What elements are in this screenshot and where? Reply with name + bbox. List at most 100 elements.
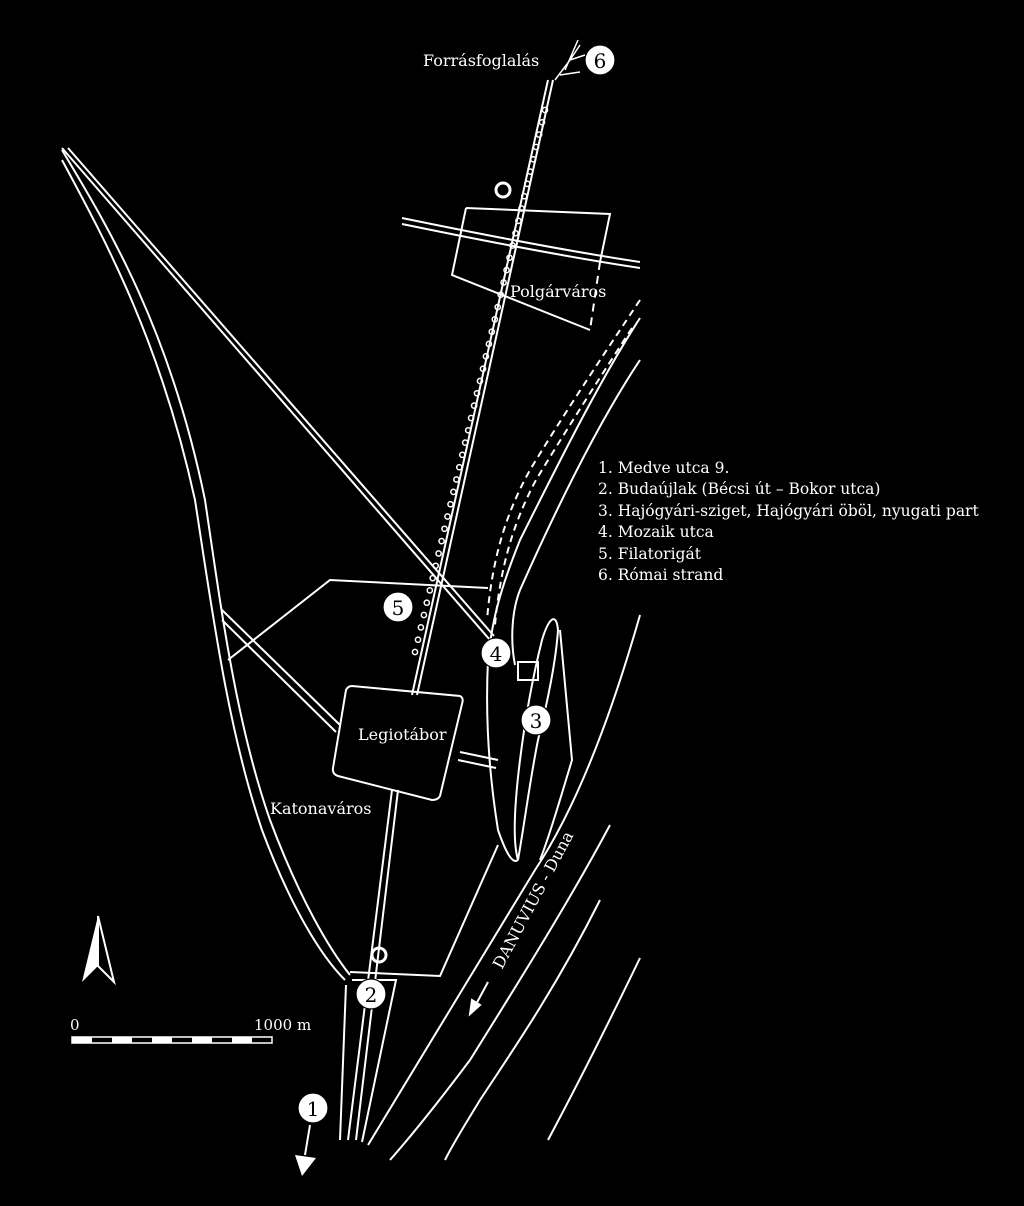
river-bank-east [511,359,641,666]
filatorigat-link [221,609,341,726]
scale-segment [72,1037,92,1043]
north-arrow-icon [82,915,116,986]
scale-end-label: 1000 m [254,1016,311,1034]
dashed-road [486,299,641,621]
western-road-outer [61,149,351,976]
aqueduct-pillar [476,377,484,385]
svg-text:1: 1 [307,1097,320,1121]
aqueduct-pillar [458,451,466,459]
island-building [517,661,539,681]
legiotabor-camp [331,684,464,802]
legend-item: 2. Budaújlak (Bécsi út – Bokor utca) [598,480,881,499]
camp-road-east-2 [457,759,497,769]
aqueduct-pillar [453,476,460,483]
aqueduct-pillar [529,155,537,163]
marker-2: 2 [355,978,387,1010]
aqueduct-pillar [503,266,510,274]
polgarvaros-road [401,217,641,263]
western-road-inner [61,159,346,981]
aqueduct-pillar [435,550,442,557]
label-polgarvaros: Polgárváros [510,282,606,301]
scale-start-label: 0 [70,1016,80,1034]
river-line-2 [389,824,611,1161]
legend: 1. Medve utca 9. 2. Budaújlak (Bécsi út … [598,458,979,586]
aqueduct-pillar [444,513,451,520]
legend-item: 6. Római strand [598,566,724,585]
aqueduct-pillar [470,402,478,409]
river-line-3 [444,899,601,1161]
aqueduct-pillar [506,254,513,262]
label-legiotabor: Legiotábor [358,725,447,744]
svg-text:4: 4 [490,642,503,666]
aqueduct-pillar [423,599,431,607]
scale-segment [232,1037,252,1043]
marker-1: 1 [297,1092,329,1124]
marker-5: 5 [382,591,414,623]
legend-item: 4. Mozaik utca [598,523,714,542]
scale-segment [152,1037,172,1043]
aqueduct-pillar [464,426,472,434]
aqueduct-pillar [447,500,454,508]
camp-road-east [459,751,499,761]
filatorigat-enclosure [227,578,489,661]
svg-text:5: 5 [392,596,405,620]
aqueduct-pillar [485,340,493,348]
island-east-bank [539,629,574,861]
aqueduct-pillar [488,328,496,336]
diagonal-road [61,147,491,641]
river-line-4 [547,957,641,1141]
site-circle-south [370,946,388,964]
filatorigat-link-2 [221,619,337,733]
scale-segment [112,1037,132,1043]
river-line-1 [367,614,641,1146]
river-bank-west [486,317,641,862]
aqueduct-pillar [479,365,487,373]
aqueduct-pillar [532,143,540,151]
aqueduct-pillar [491,316,499,323]
south-road-4 [349,844,499,978]
polgarvaros-dashed [589,261,601,331]
aqueduct-pillar [426,587,434,594]
aqueduct-pillar [520,192,528,200]
south-road-5 [339,984,347,1141]
aqueduct-pillar [411,648,419,656]
svg-text:2: 2 [365,983,378,1007]
legend-item: 5. Filatorigát [598,544,701,563]
aqueduct-pillar [467,414,475,422]
aqueduct-pillar [461,439,469,446]
marker-6: 6 [584,44,616,76]
aqueduct-pillar [526,168,534,175]
south-road-1 [347,789,393,1141]
aqueduct-pillar [538,118,546,126]
polgarvaros-road-2 [401,223,641,269]
aqueduct-pillar [535,131,543,138]
label-danuvius: DANUVIUS - Duna [489,828,578,972]
aqueduct-pillar [438,537,445,545]
aqueduct-pillar [494,303,502,311]
river-flow-arrow-icon [468,981,489,1017]
legend-item: 1. Medve utca 9. [598,459,730,477]
marker-4: 4 [480,637,512,669]
aqueduct-pillar [512,229,519,237]
aqueduct-pillar [414,636,422,644]
aqueduct-pillar [450,488,457,496]
aqueduct-pillar [541,106,549,114]
aqueduct-pillar [473,389,481,397]
aqueduct-pillar [515,217,522,225]
dashed-road-2 [494,327,633,626]
label-forrasfoglalas: Forrásfoglalás [423,51,539,70]
svg-text:3: 3 [530,709,543,733]
arrow-down-icon [295,1124,316,1176]
label-katonavaros: Katonaváros [270,799,371,818]
aqueduct-pillar [420,611,428,619]
aqueduct-pillars [411,106,549,656]
aqueduct-pillar [417,624,425,631]
svg-text:6: 6 [594,49,607,73]
aqueduct-pillar [523,180,531,188]
legend-item: 3. Hajógyári-sziget, Hajógyári öböl, nyu… [598,501,979,520]
diagonal-road-2 [67,147,495,637]
polgarvaros-outline [450,207,612,331]
scale-bar: 0 1000 m [70,1016,311,1044]
island-outline [513,618,560,861]
